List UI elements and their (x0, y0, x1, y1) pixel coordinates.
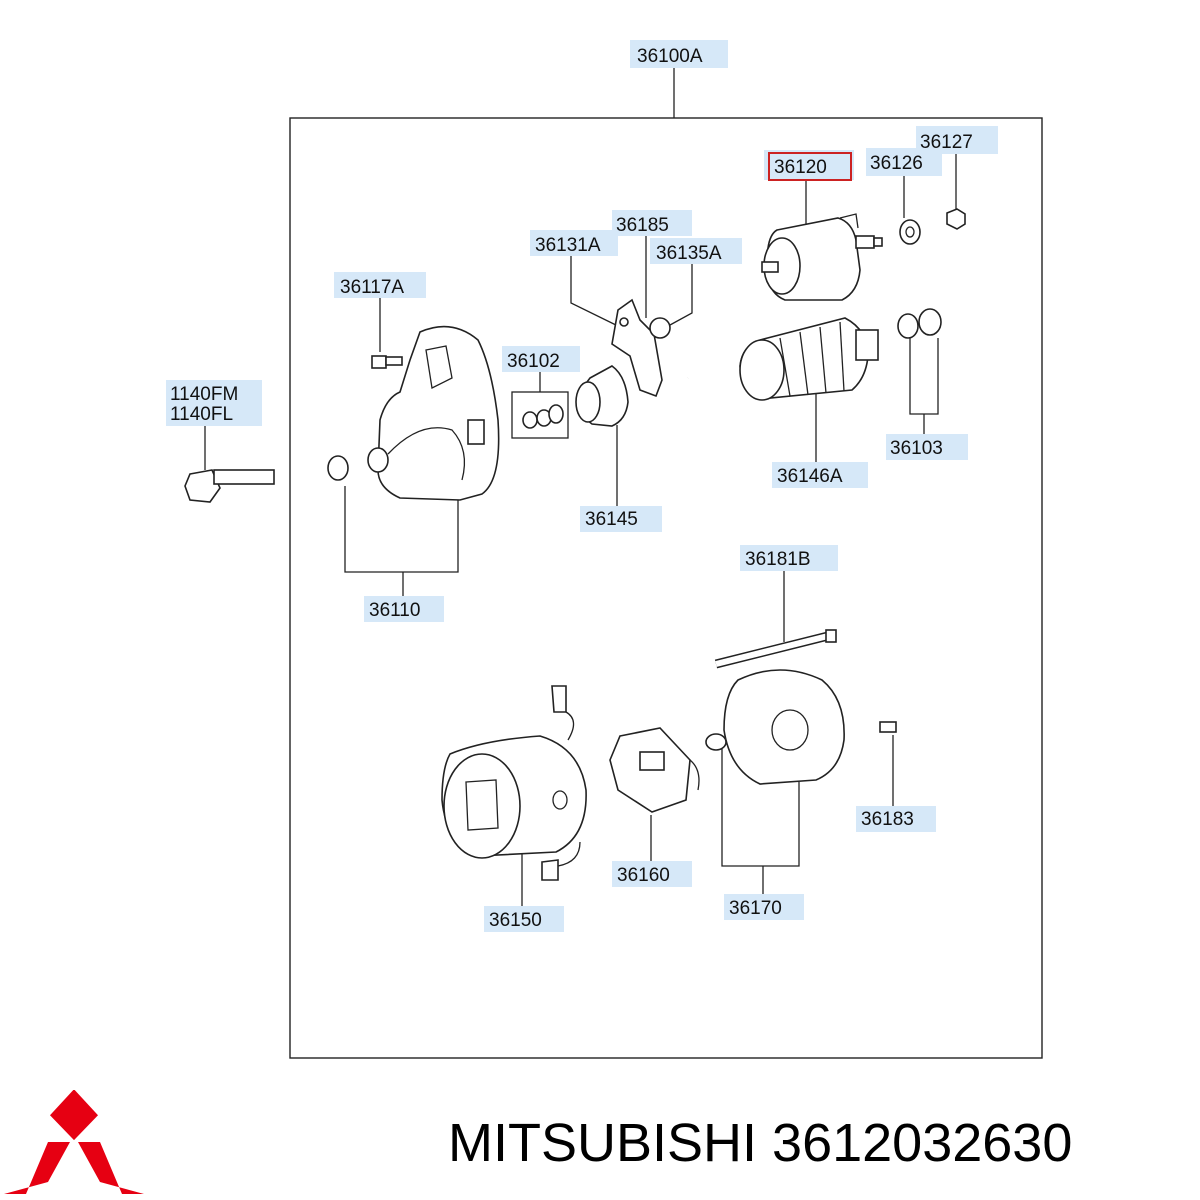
callout-label: 36181B (745, 549, 811, 570)
callout-label: 36127 (920, 132, 973, 153)
callout-36127: 36127 (916, 126, 998, 154)
callout-36160: 36160 (612, 861, 692, 887)
logo-diamond-top (50, 1090, 98, 1141)
brand-name: MITSUBISHI (448, 1113, 758, 1173)
footer-brand-text: MITSUBISHI 3612032630 (448, 1112, 1072, 1174)
part-number: 3612032630 (772, 1113, 1073, 1173)
washer-pair-back (918, 308, 942, 336)
callout-36183: 36183 (856, 806, 936, 832)
callout-label: 36120 (774, 157, 827, 178)
mitsubishi-three-diamonds-logo (4, 1090, 144, 1194)
washer (899, 219, 921, 245)
yoke-assembly (441, 685, 587, 881)
pinion-gear (575, 365, 629, 427)
callout-36100A: 36100A (630, 40, 728, 68)
callout-label: 36160 (617, 865, 670, 886)
callout-36150: 36150 (484, 906, 564, 932)
callout-label: 36135A (656, 243, 722, 264)
callout-label: 36170 (729, 898, 782, 919)
callout-label: 36185 (616, 215, 669, 236)
logo-diamond-right (78, 1142, 144, 1194)
callout-36146A: 36146A (772, 462, 868, 488)
screw-small (371, 355, 403, 369)
callout-36170: 36170 (724, 894, 804, 920)
callout-36110: 36110 (364, 596, 444, 622)
callout-36102: 36102 (502, 346, 580, 372)
leader-lines (204, 68, 957, 906)
callout-label: 36126 (870, 153, 923, 174)
callout-label: 36102 (507, 351, 560, 372)
callout-label: 36100A (637, 46, 703, 67)
callout-label: 36117A (340, 277, 404, 298)
callout-36103: 36103 (886, 434, 968, 460)
callout-label: 36146A (777, 466, 843, 487)
nut (946, 208, 966, 230)
callout-label: 36150 (489, 910, 542, 931)
callout-label-line2: 1140FL (170, 404, 233, 425)
callout-36120-highlighted[interactable]: 36120 (764, 150, 854, 181)
callout-36131A: 36131A (530, 230, 618, 256)
armature (687, 317, 879, 401)
screw-rear (879, 721, 897, 733)
callout-1140FM-1140FL: 1140FM 1140FL (166, 380, 262, 426)
callout-label-line1: 1140FM (170, 384, 238, 405)
front-housing (327, 325, 500, 501)
callout-36181B: 36181B (740, 545, 838, 571)
brush-holder (609, 727, 700, 813)
part-illustrations (184, 208, 966, 881)
callout-label: 36183 (861, 809, 914, 830)
mounting-bolt (184, 469, 275, 503)
solenoid-switch (761, 213, 883, 301)
ring-set-box (511, 391, 569, 439)
diagram-frame (289, 117, 1043, 1059)
callout-label: 36110 (369, 600, 420, 621)
washer-pair-front (897, 313, 919, 339)
callout-36145: 36145 (580, 506, 662, 532)
callout-36135A: 36135A (650, 238, 742, 264)
shift-lever (611, 298, 671, 398)
logo-diamond-left (4, 1142, 70, 1194)
callout-label: 36103 (890, 438, 943, 459)
callout-label: 36145 (585, 509, 638, 530)
callout-36117A: 36117A (334, 272, 426, 298)
through-bolt (714, 629, 837, 669)
rear-bracket (705, 669, 845, 785)
callout-36185: 36185 (612, 210, 692, 236)
callout-label: 36131A (535, 235, 601, 256)
